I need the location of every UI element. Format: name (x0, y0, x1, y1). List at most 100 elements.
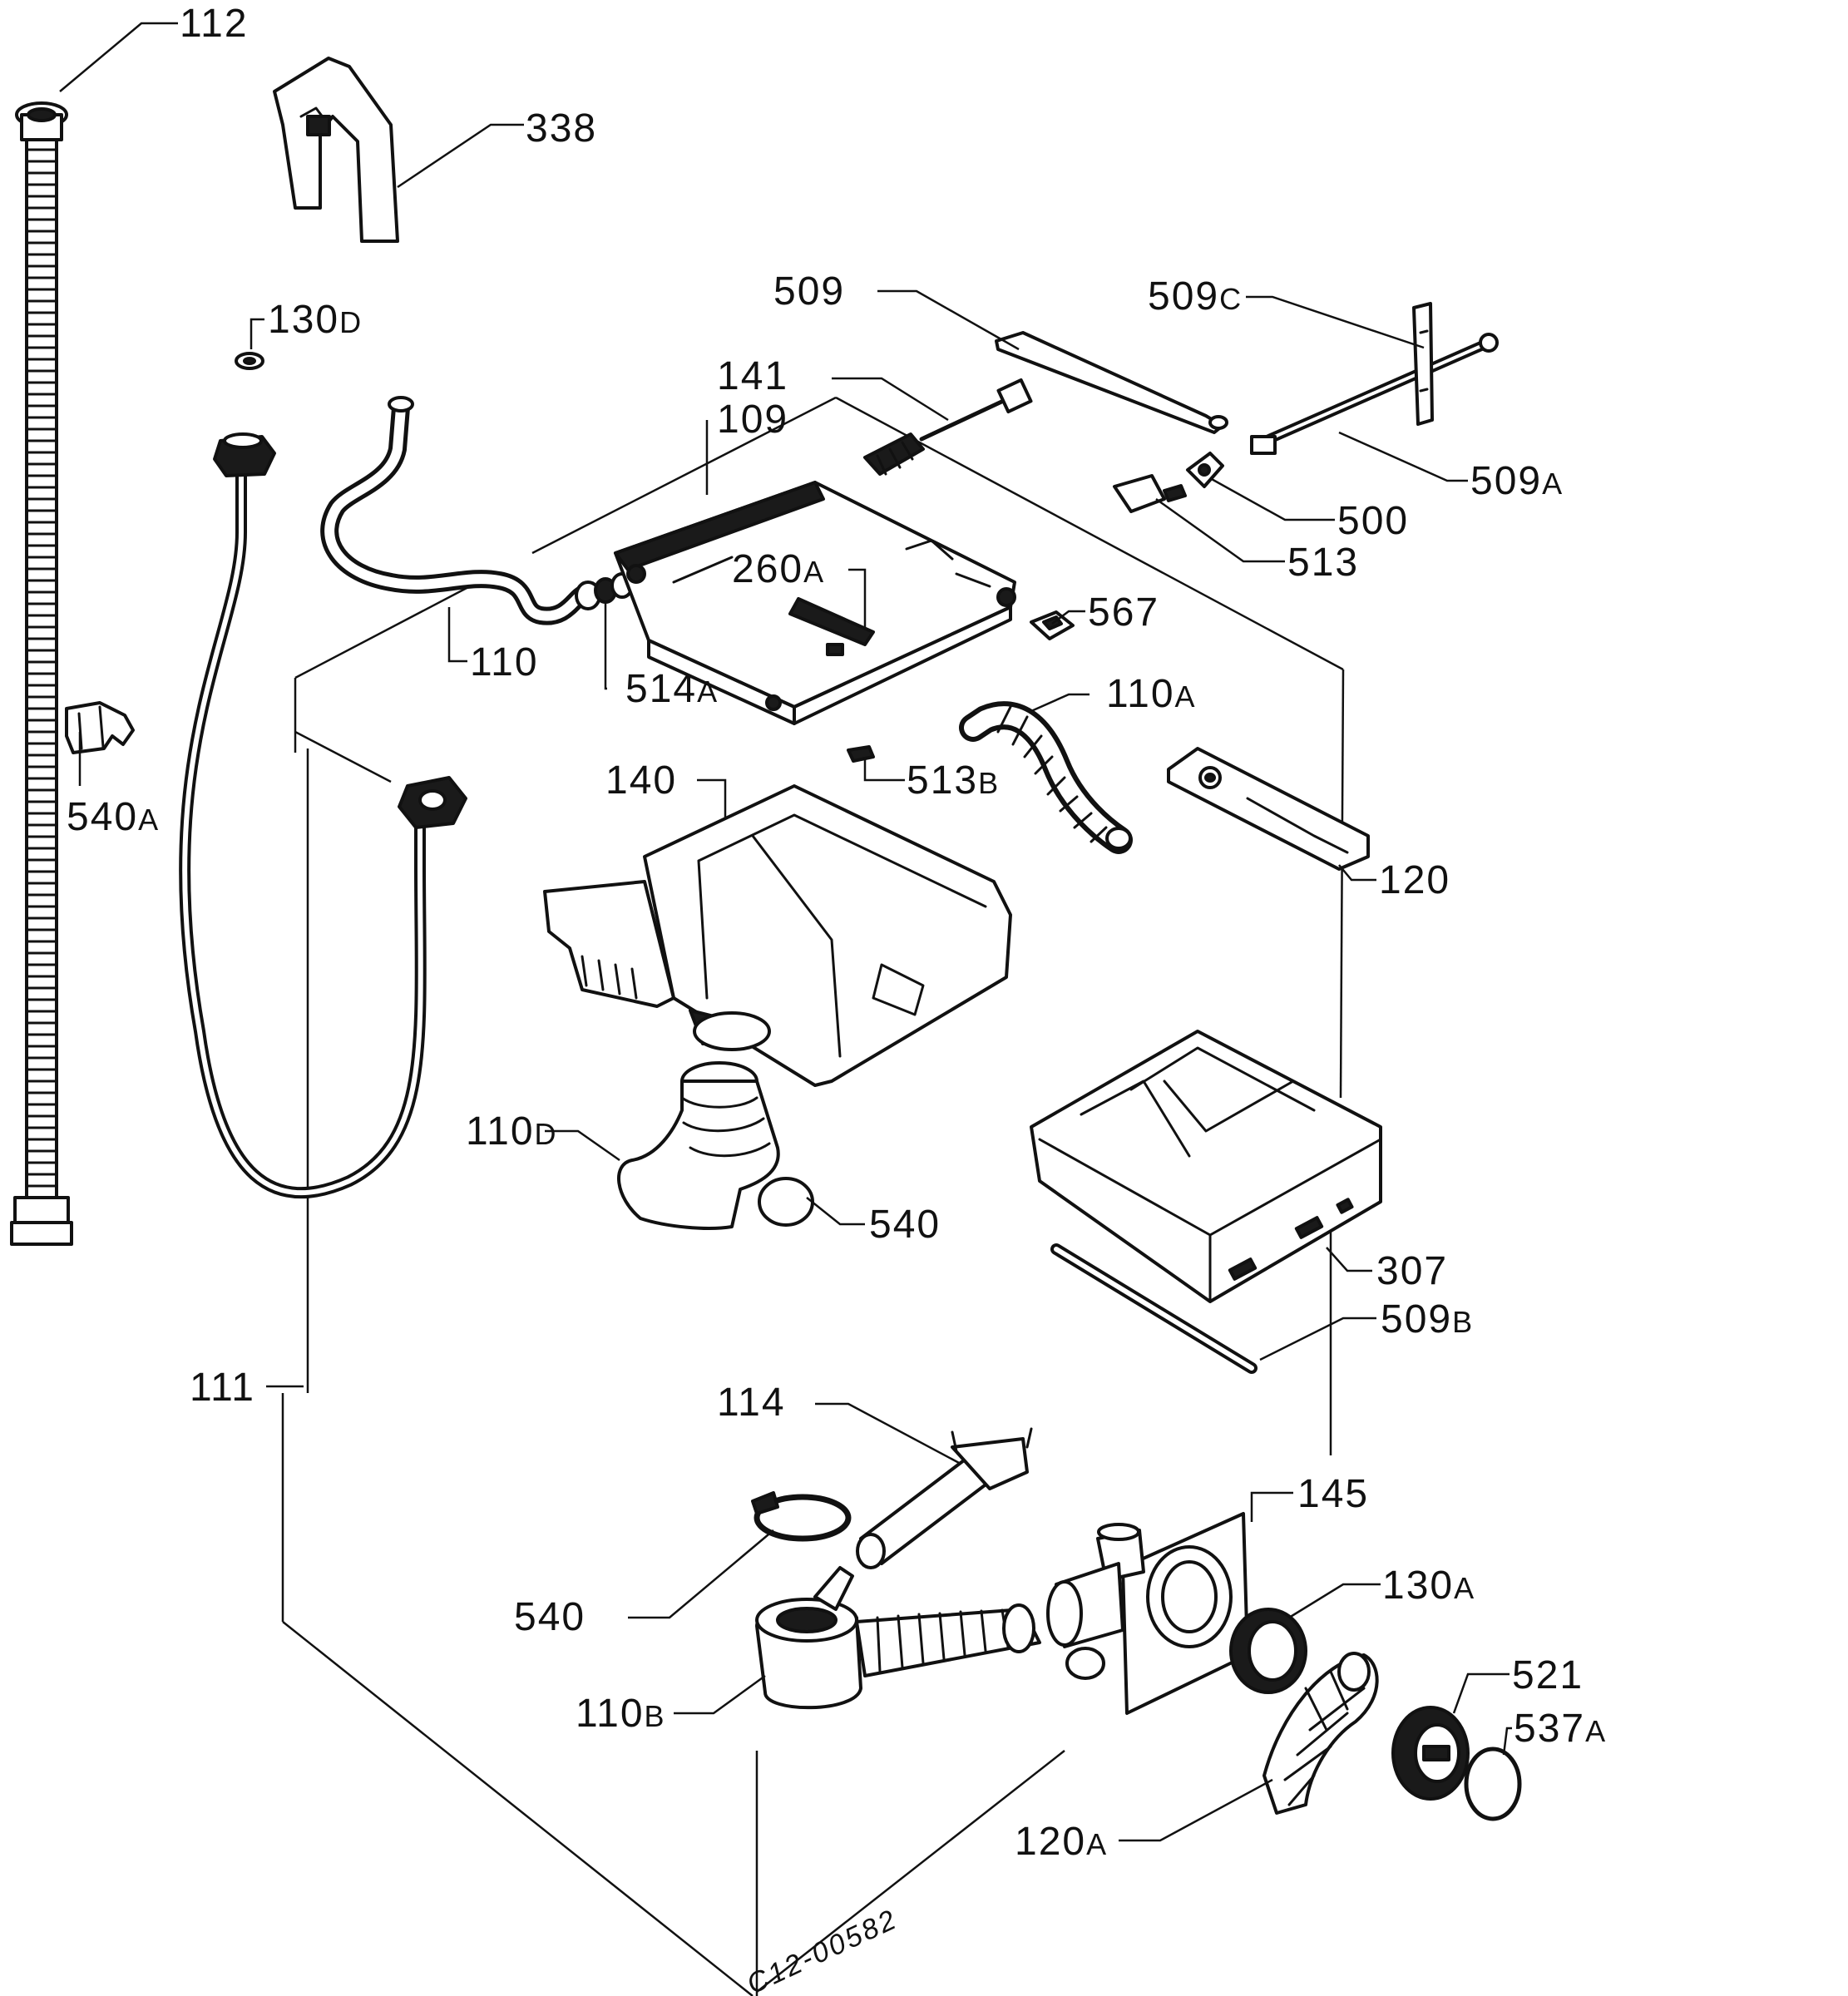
sump-bellow-110d (617, 1061, 814, 1230)
part-label-110a: 110A (1106, 672, 1197, 716)
drawing-code: C12-00582 (742, 1903, 902, 1996)
leader-lines (59, 22, 1512, 1842)
part-number: 509 (1381, 1297, 1452, 1341)
part-label-521: 521 (1512, 1653, 1584, 1697)
rod-509a (1250, 333, 1499, 455)
part-label-260a: 260A (732, 547, 825, 591)
part-label-141: 141 (717, 354, 788, 398)
cabinet-frame-outline (281, 396, 1345, 1996)
fill-hose-110 (320, 396, 591, 625)
part-number: 114 (717, 1381, 786, 1425)
part-number: 140 (605, 758, 677, 803)
part-label-513: 513 (1287, 541, 1359, 585)
plug-521 (1391, 1706, 1470, 1801)
tube-114 (856, 1427, 1033, 1569)
part-label-567: 567 (1088, 590, 1159, 635)
part-number: 509 (773, 269, 845, 314)
seal-ring-130a (1229, 1608, 1307, 1694)
part-suffix: B (978, 766, 1000, 800)
lever-509 (995, 331, 1228, 434)
hose-clamp-540 (751, 1491, 852, 1542)
bellow-hose-110b (755, 1566, 1041, 1710)
part-label-145: 145 (1297, 1472, 1369, 1516)
part-number: 509 (1148, 274, 1219, 319)
part-suffix: D (339, 305, 363, 339)
part-suffix: A (697, 674, 719, 709)
part-suffix: C (1219, 282, 1243, 316)
part-label-140: 140 (605, 758, 677, 803)
washer-130d (235, 352, 264, 370)
part-label-130a: 130A (1382, 1564, 1475, 1608)
part-suffix: A (138, 803, 160, 837)
part-suffix: A (1454, 1571, 1475, 1605)
part-number: 521 (1512, 1653, 1584, 1697)
part-suffix: A (803, 555, 825, 589)
valve-plate-assembly-109 (614, 481, 1016, 725)
inlet-hose-111 (179, 432, 467, 1199)
part-label-540a: 540A (67, 795, 160, 839)
detergent-drawer-307 (1030, 1030, 1382, 1303)
part-number: 537 (1514, 1707, 1585, 1751)
part-label-112: 112 (180, 2, 249, 46)
part-label-500: 500 (1337, 499, 1409, 543)
part-number: 130 (268, 298, 339, 342)
part-number: 509 (1470, 459, 1542, 503)
part-suffix: A (1086, 1827, 1108, 1861)
corrugated-drain-hose-112 (10, 101, 73, 1246)
part-label-540b: 540 (514, 1595, 586, 1639)
part-label-120: 120 (1379, 858, 1450, 902)
part-number: 500 (1337, 499, 1409, 543)
part-number: 514 (625, 667, 697, 711)
part-number: 513 (907, 758, 978, 803)
part-label-338: 338 (526, 106, 597, 151)
part-number: 540 (514, 1595, 586, 1639)
clip-509c (1412, 302, 1434, 426)
part-suffix: B (1452, 1305, 1474, 1339)
part-number: 130 (1382, 1564, 1454, 1608)
part-number: 120 (1379, 858, 1450, 902)
part-number: 110 (576, 1692, 645, 1736)
part-label-514a: 514A (625, 667, 719, 711)
part-number: 540 (67, 795, 138, 839)
part-suffix: A (1542, 467, 1564, 501)
part-number: 260 (732, 547, 803, 591)
dispenser-housing-140 (543, 784, 1012, 1087)
part-number: 338 (526, 106, 597, 151)
part-label-110b: 110B (576, 1692, 666, 1736)
part-number: 120 (1015, 1820, 1086, 1864)
micro-switch-500 (1186, 452, 1224, 488)
part-number: 110 (1106, 672, 1175, 716)
part-label-509b: 509B (1381, 1297, 1474, 1341)
part-number: 307 (1376, 1249, 1448, 1293)
part-label-540: 540 (869, 1203, 941, 1247)
part-label-110: 110 (470, 640, 539, 684)
part-label-307: 307 (1376, 1249, 1448, 1293)
part-label-509: 509 (773, 269, 845, 314)
part-suffix: A (1585, 1714, 1607, 1748)
part-number: 110 (470, 640, 539, 684)
part-label-509a: 509A (1470, 459, 1564, 503)
part-label-130d: 130D (268, 298, 363, 342)
o-ring-537a (1464, 1746, 1522, 1821)
part-number: 145 (1297, 1472, 1369, 1516)
tray-120 (1167, 747, 1370, 871)
hose-hook-338 (273, 57, 399, 243)
part-label-111: 111 (190, 1366, 255, 1410)
block-567 (1030, 610, 1075, 640)
part-number: 110 (466, 1109, 535, 1154)
part-number: 112 (180, 2, 249, 46)
part-label-114: 114 (717, 1381, 786, 1425)
part-label-109: 109 (717, 398, 788, 442)
rod-509b (1050, 1243, 1258, 1374)
part-number: 111 (190, 1366, 255, 1410)
part-number: 513 (1287, 541, 1359, 585)
part-number: 567 (1088, 590, 1159, 635)
part-number: 141 (717, 354, 788, 398)
part-suffix: D (535, 1117, 558, 1151)
part-label-509c: 509C (1148, 274, 1243, 319)
filter-120a (1262, 1652, 1379, 1815)
part-number: 540 (869, 1203, 941, 1247)
part-label-537a: 537A (1514, 1707, 1607, 1751)
